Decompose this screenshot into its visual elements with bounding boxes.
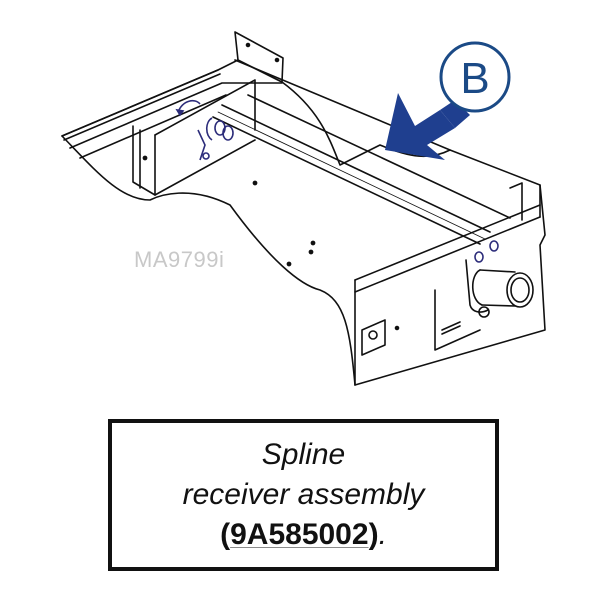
callout-label-b: B	[460, 54, 490, 103]
caption-part-number: (9A585002).	[220, 515, 387, 555]
callout-b	[385, 41, 511, 160]
paren-open: (	[220, 518, 231, 551]
paren-close: )	[368, 518, 379, 551]
highlighted-fasteners	[175, 99, 499, 263]
caption-line-1: Spline	[261, 438, 346, 471]
arrow-icon	[385, 93, 455, 160]
part-number: 9A585002	[230, 518, 369, 551]
caption-line-2: receiver assembly	[182, 478, 425, 511]
callout-circle	[439, 41, 511, 113]
caption-box: Spline receiver assembly (9A585002).	[108, 419, 499, 571]
mower-deck-frame-illustration	[61, 31, 546, 386]
figure-id-watermark: MA9799i	[134, 247, 225, 272]
period: .	[378, 518, 387, 551]
